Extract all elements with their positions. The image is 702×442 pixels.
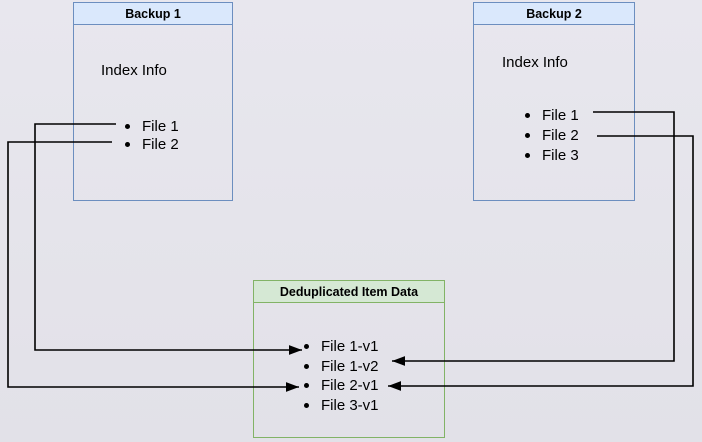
list-item: File 1	[125, 117, 179, 135]
list-item-label: File 3-v1	[321, 396, 379, 414]
list-item: File 2-v1	[304, 376, 379, 396]
dedup-title: Deduplicated Item Data	[279, 285, 419, 299]
list-item-label: File 1-v2	[321, 357, 379, 375]
list-item: File 2	[525, 125, 579, 145]
bullet-icon	[525, 132, 530, 138]
bullet-icon	[304, 344, 309, 350]
list-item: File 3	[525, 145, 579, 165]
backup2-subtitle: Index Info	[502, 54, 568, 71]
bullet-icon	[125, 141, 130, 147]
list-item: File 1-v2	[304, 357, 379, 377]
backup1-subtitle: Index Info	[101, 62, 167, 79]
bullet-icon	[304, 383, 309, 389]
list-item-label: File 1	[542, 106, 579, 124]
list-item-label: File 2	[142, 135, 179, 153]
backup1-header: Backup 1	[74, 3, 232, 25]
list-item-label: File 2	[542, 126, 579, 144]
backup2-title: Backup 2	[526, 7, 582, 21]
backup2-file-list: File 1 File 2 File 3	[525, 105, 579, 165]
backup1-title: Backup 1	[125, 7, 181, 21]
dedup-header: Deduplicated Item Data	[254, 281, 444, 303]
list-item-label: File 2-v1	[321, 377, 379, 395]
bullet-icon	[304, 363, 309, 369]
bullet-icon	[525, 112, 530, 118]
backup2-header: Backup 2	[474, 3, 634, 25]
list-item: File 1-v1	[304, 337, 379, 357]
list-item: File 3-v1	[304, 396, 379, 416]
list-item-label: File 1	[142, 117, 179, 135]
bullet-icon	[125, 123, 130, 129]
list-item-label: File 1-v1	[321, 338, 379, 356]
backup2-box: Backup 2 Index Info File 1 File 2 File 3	[473, 2, 635, 201]
list-item: File 1	[525, 105, 579, 125]
list-item-label: File 3	[542, 146, 579, 164]
bullet-icon	[304, 402, 309, 408]
list-item: File 2	[125, 135, 179, 153]
bullet-icon	[525, 152, 530, 158]
